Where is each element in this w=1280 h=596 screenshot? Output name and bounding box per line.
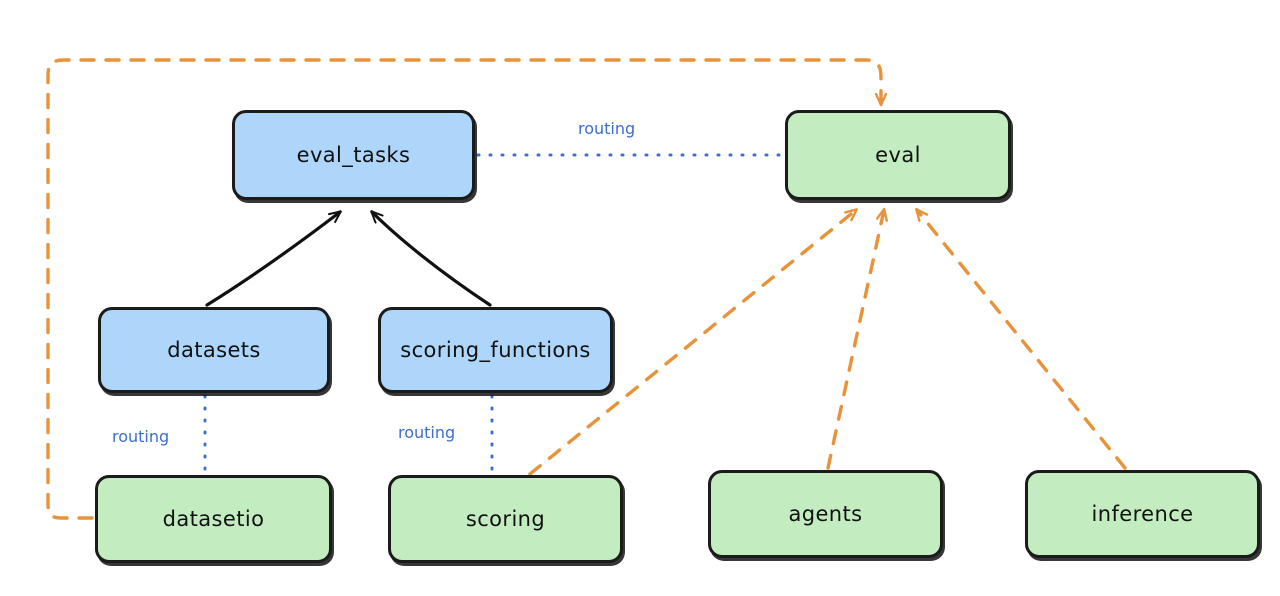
- node-eval-tasks[interactable]: eval_tasks: [232, 110, 475, 200]
- node-label-eval-tasks: eval_tasks: [296, 143, 411, 167]
- node-scoring[interactable]: scoring: [388, 475, 623, 563]
- edge-label-routing-center: routing: [398, 423, 456, 442]
- node-label-inference: inference: [1091, 502, 1194, 526]
- node-label-eval: eval: [875, 143, 921, 167]
- node-inference[interactable]: inference: [1025, 470, 1260, 558]
- edge-label-routing-left: routing: [112, 427, 170, 446]
- node-label-scoring-functions: scoring_functions: [400, 338, 591, 362]
- edge-agents-to-eval: [826, 210, 884, 470]
- node-datasetio[interactable]: datasetio: [95, 475, 332, 563]
- node-datasets[interactable]: datasets: [98, 307, 330, 393]
- edge-scoring-to-eval: [528, 210, 856, 476]
- node-label-agents: agents: [788, 502, 863, 526]
- node-label-datasetio: datasetio: [162, 507, 265, 531]
- edge-label-routing-top: routing: [578, 119, 636, 138]
- node-label-scoring: scoring: [465, 507, 546, 531]
- edge-inference-to-eval: [917, 210, 1127, 470]
- edge-datasets-to-eval-tasks: [205, 210, 342, 307]
- edge-scoring-functions-to-eval-tasks: [370, 210, 492, 307]
- node-eval[interactable]: eval: [785, 110, 1011, 200]
- edge-datasetio-to-eval: [46, 58, 881, 520]
- node-scoring-functions[interactable]: scoring_functions: [378, 307, 613, 393]
- node-agents[interactable]: agents: [708, 470, 943, 558]
- node-label-datasets: datasets: [167, 338, 261, 362]
